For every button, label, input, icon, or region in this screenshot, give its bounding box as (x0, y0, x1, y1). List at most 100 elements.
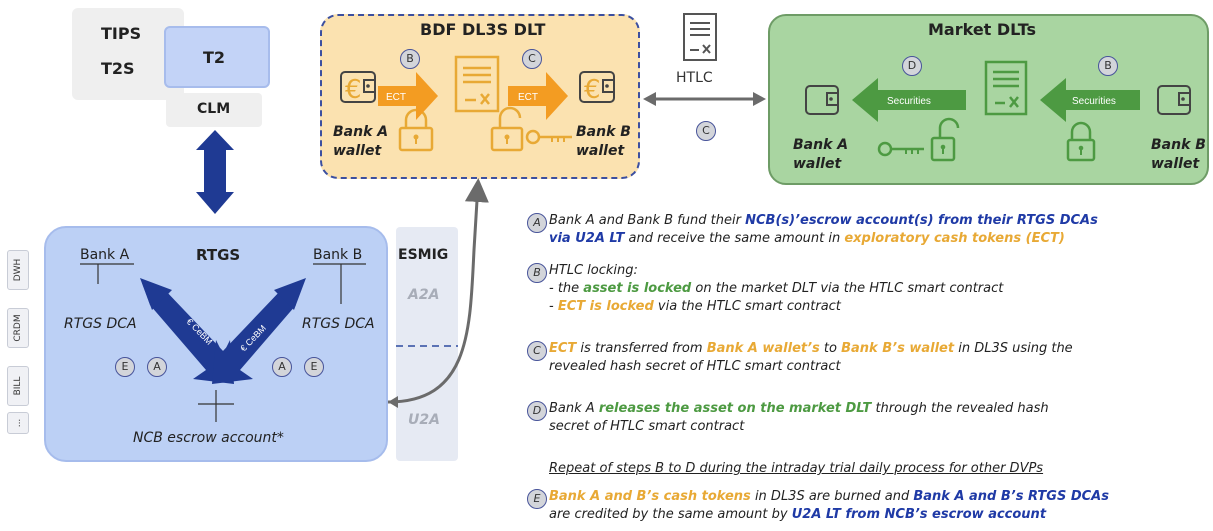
bdf-lock-open-icon (490, 106, 524, 152)
legend-b-text: via the HTLC smart contract (653, 299, 841, 314)
legend-e-highlight: Bank A and B’s RTGS DCAs (913, 489, 1109, 504)
legend-a-highlight: via U2A LT (549, 231, 625, 246)
htlc-document-icon (683, 13, 717, 61)
legend-b-text: - (549, 299, 558, 314)
step-e-rtgs-right: E (304, 357, 324, 377)
legend-c-text: is transferred from (576, 341, 707, 356)
bdf-title: BDF DL3S DLT (420, 20, 546, 39)
legend-a-text: Bank A and Bank B fund their (549, 213, 746, 228)
clm-rtgs-arrow (196, 130, 234, 214)
tips-label: TIPS (101, 24, 142, 43)
legend-repeat-note: Repeat of steps B to D during the intrad… (549, 461, 1044, 476)
legend-d-text: through the revealed hash (871, 401, 1049, 416)
rtgs-bank-a: Bank A (80, 247, 130, 263)
legend-e-text: are credited by the same amount by (549, 507, 792, 522)
bdf-ect-arrow-2 (508, 72, 568, 120)
bdf-ect-arrow-1 (378, 72, 438, 120)
u2a-to-bdf-arrow (387, 178, 489, 404)
legend-a-text: and receive the same amount in (624, 231, 845, 246)
legend-c-highlight: Bank B’s wallet (841, 341, 955, 356)
clm-box (166, 93, 262, 127)
market-lock-icon (1066, 121, 1096, 162)
legend-step-c-circle: C (527, 341, 547, 361)
legend-e-highlight: Bank A and B’s cash tokens (549, 489, 751, 504)
legend-e-text: in DL3S are burned and (750, 489, 914, 504)
legend-b-text: - the (549, 281, 584, 296)
rtgs-title: RTGS (196, 246, 241, 264)
legend-c-highlight: Bank A wallet’s (706, 341, 820, 356)
legend-c-text: revealed hash secret of HTLC smart contr… (549, 359, 841, 374)
step-c-middle: C (696, 121, 716, 141)
market-bank-b-wallet-icon (1157, 85, 1191, 115)
svg-text:€: € (345, 75, 362, 105)
sidebar-tab-more[interactable]: ... (7, 412, 29, 434)
rtgs-cebm-arrow-right (212, 278, 306, 384)
legend-b-highlight: ECT is locked (557, 299, 654, 314)
legend-c-highlight: ECT (549, 341, 577, 356)
esmig-title: ESMIG (398, 247, 449, 263)
rtgs-escrow-label: NCB escrow account* (133, 430, 284, 446)
t2s-label: T2S (101, 59, 135, 78)
step-a-rtgs-left: A (147, 357, 167, 377)
esmig-a2a: A2A (408, 287, 440, 303)
market-htlc-document-icon (984, 60, 1028, 116)
bdf-key-icon (525, 129, 572, 145)
sidebar-tab-crdm[interactable]: CRDM (7, 308, 29, 348)
svg-text:€: € (584, 75, 601, 105)
step-d-market: D (902, 56, 922, 76)
legend-b-text: on the market DLT via the HTLC smart con… (691, 281, 1004, 296)
legend-d-text: Bank A (549, 401, 599, 416)
esmig-box (396, 227, 458, 461)
step-b-bdf-left: B (400, 49, 420, 69)
legend-b-highlight: asset is locked (583, 281, 692, 296)
market-securities-label-2: Securities (1072, 96, 1116, 107)
legend-d-highlight: releases the asset on the market DLT (598, 401, 872, 416)
market-bank-a-wallet: Bank A wallet (793, 137, 849, 172)
bdf-bank-a-wallet: Bank A wallet (333, 124, 389, 159)
legend-step-d-circle: D (527, 401, 547, 421)
bdf-ect-label-2: ECT (518, 92, 538, 103)
market-title: Market DLTs (928, 20, 1037, 39)
step-b-market: B (1098, 56, 1118, 76)
market-securities-arrow-2 (1040, 78, 1140, 122)
rtgs-dca-left: RTGS DCA (64, 316, 137, 332)
market-bank-b-wallet: Bank B wallet (1151, 137, 1206, 172)
market-key-icon (877, 141, 924, 157)
step-e-rtgs-left: E (115, 357, 135, 377)
legend-d-text: secret of HTLC smart contract (549, 419, 745, 434)
market-lock-open-icon (930, 117, 960, 162)
sidebar-tab-bill[interactable]: BILL (7, 366, 29, 406)
bdf-market-arrow (643, 92, 766, 106)
clm-label: CLM (197, 101, 231, 117)
bdf-bank-b-wallet: Bank B wallet (576, 124, 631, 159)
t2-box (164, 26, 270, 88)
legend-step-b-circle: B (527, 263, 547, 283)
bdf-htlc-document-icon (454, 55, 500, 113)
bdf-dl3s-box (320, 14, 640, 179)
step-a-rtgs-right: A (272, 357, 292, 377)
rtgs-bank-b: Bank B (313, 247, 363, 263)
rtgs-connectors (80, 263, 366, 422)
rtgs-cebm-arrow-left (140, 278, 234, 384)
step-c-bdf-right: C (522, 49, 542, 69)
t2-label: T2 (203, 48, 226, 67)
bdf-bank-b-wallet-icon: € (579, 71, 615, 105)
legend-e-highlight: U2A LT from NCB’s escrow account (791, 507, 1047, 522)
legend-b-text: HTLC locking: (549, 263, 638, 278)
legend-c-text: in DL3S using the (954, 341, 1073, 356)
clm-cebm-text: € CeBM (192, 160, 202, 193)
market-securities-label-1: Securities (887, 96, 931, 107)
legend-a-highlight: exploratory cash tokens (ECT) (844, 231, 1065, 246)
esmig-u2a: U2A (408, 412, 440, 428)
sidebar-tab-dwh[interactable]: DWH (7, 250, 29, 290)
bdf-bank-a-wallet-icon: € (340, 71, 376, 105)
htlc-label: HTLC (676, 70, 713, 86)
legend-c-text: to (819, 341, 842, 356)
legend-step-a-circle: A (527, 213, 547, 233)
market-securities-arrow-1 (852, 78, 966, 122)
legend-step-e-circle: E (527, 489, 547, 509)
legend-a-highlight: NCB(s)’escrow account(s) from their RTGS… (745, 213, 1098, 228)
rtgs-dca-right: RTGS DCA (302, 316, 375, 332)
bdf-ect-label-1: ECT (386, 92, 406, 103)
